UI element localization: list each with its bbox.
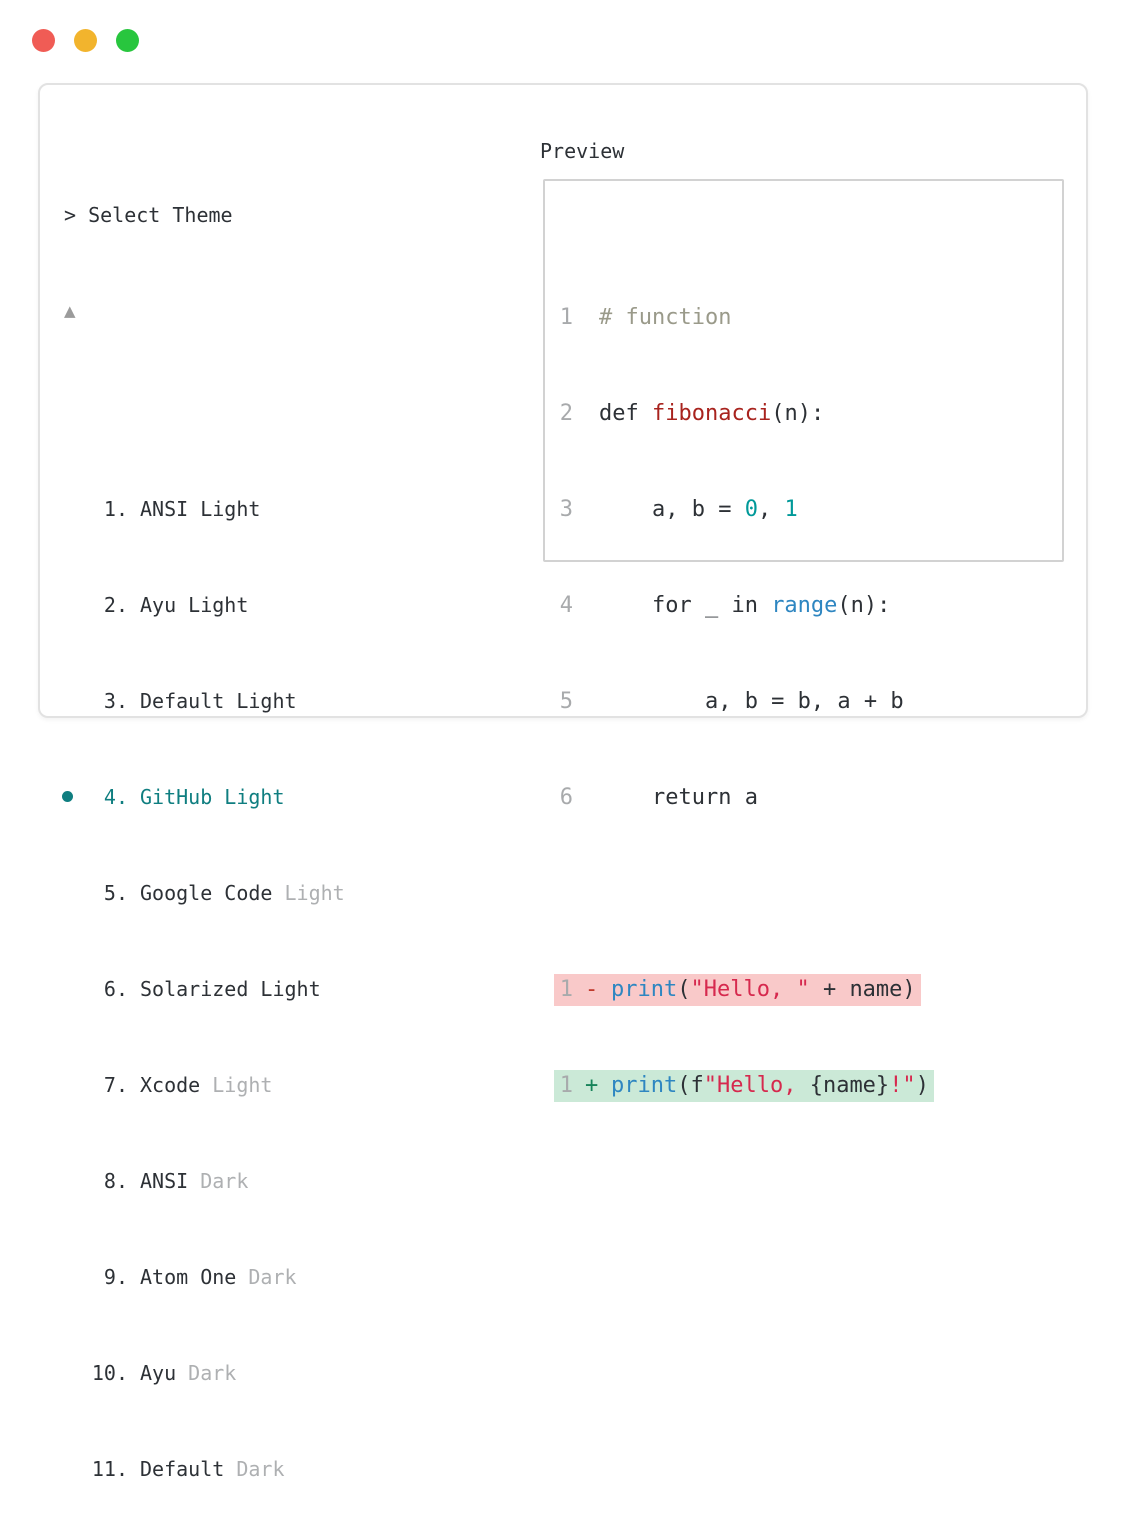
code-token: (n): — [771, 401, 825, 426]
line-number: 1 — [559, 305, 573, 330]
code-token: a, b = b, a + b — [599, 689, 904, 714]
item-variant-label: Dark — [224, 1457, 285, 1481]
item-number: 11. — [91, 1457, 128, 1481]
preview-title: Preview — [540, 139, 625, 163]
minimize-button[interactable] — [74, 29, 97, 52]
code-token: print — [611, 1073, 678, 1098]
code-token: (f — [677, 1073, 704, 1098]
code-token: + name) — [809, 977, 916, 1002]
theme-item-atom-one-dark[interactable]: 9. Atom One Dark — [64, 1261, 774, 1293]
item-variant-label: Light — [200, 1073, 273, 1097]
blank-line — [559, 878, 934, 910]
item-variant-label: Light — [272, 881, 345, 905]
code-line: 3 a, b = 0, 1 — [559, 494, 934, 526]
code-token: a, b = — [599, 497, 745, 522]
diff-plus-sign: + — [585, 1073, 599, 1098]
code-token: for _ in — [599, 593, 772, 618]
item-number: 7. — [103, 1073, 128, 1097]
line-number: 2 — [559, 401, 573, 426]
line-number: 1 — [559, 977, 573, 1002]
window-controls — [32, 29, 139, 52]
theme-item-default-dark[interactable]: 11. Default Dark — [64, 1453, 774, 1485]
maximize-button[interactable] — [116, 29, 139, 52]
code-token: 0 — [744, 497, 758, 522]
code-token: # function — [599, 305, 732, 330]
item-variant-label: Dark — [176, 1361, 237, 1385]
item-label: Solarized Light — [140, 977, 321, 1001]
theme-picker-panel: > Select Theme ▲ 1. ANSI Light 2. Ayu Ligh… — [38, 83, 1088, 1481]
theme-item-ayu-dark[interactable]: 10. Ayu Dark — [64, 1357, 774, 1389]
code-token: !" — [889, 1073, 916, 1098]
code-token: 1 — [784, 497, 798, 522]
code-token: ( — [677, 977, 691, 1002]
code-line: 2 def fibonacci(n): — [559, 398, 934, 430]
item-label: Google Code — [140, 881, 273, 905]
code-token: def — [599, 401, 652, 426]
item-variant-label: Dark — [236, 1265, 297, 1289]
code-token: fibonacci — [651, 401, 772, 426]
item-number: 5. — [103, 881, 128, 905]
close-button[interactable] — [32, 29, 55, 52]
item-label: Default — [140, 1457, 225, 1481]
code-token: range — [771, 593, 838, 618]
diff-inserted-line: 1 + print(f"Hello, {name}!") — [554, 1070, 934, 1102]
item-label: Default Light — [140, 689, 297, 713]
theme-item-ansi-light[interactable]: 1. ANSI Light — [64, 493, 774, 525]
item-label: Xcode — [140, 1073, 201, 1097]
item-number: 2. — [103, 593, 128, 617]
item-label: Atom One — [140, 1265, 237, 1289]
diff-deleted-line: 1-print("Hello, " + name) — [554, 974, 934, 1006]
line-number: 6 — [559, 785, 573, 810]
code-token: (n): — [837, 593, 891, 618]
item-number: 10. — [91, 1361, 128, 1385]
theme-item-ayu-light[interactable]: 2. Ayu Light — [64, 589, 774, 621]
item-label: Ayu — [140, 1361, 177, 1385]
item-label: GitHub Light — [140, 785, 285, 809]
code-token: ) — [915, 1073, 929, 1098]
item-number: 4. — [103, 785, 128, 809]
item-label: ANSI Light — [140, 497, 261, 521]
item-number: 1. — [103, 497, 128, 521]
line-number: 1 — [559, 1073, 573, 1098]
code-line: 1 # function — [559, 302, 934, 334]
code-token: print — [611, 977, 678, 1002]
code-line: 4 for _ in range(n): — [559, 590, 934, 622]
item-number: 8. — [103, 1169, 128, 1193]
code-token: {name} — [809, 1073, 890, 1098]
item-variant-label: Dark — [188, 1169, 249, 1193]
code-token: "Hello, — [703, 1073, 810, 1098]
line-number: 5 — [559, 689, 573, 714]
item-label: ANSI — [140, 1169, 189, 1193]
selected-item-bullet-icon — [62, 791, 73, 802]
code-line: 6 return a — [559, 782, 934, 814]
code-token: "Hello, " — [690, 977, 810, 1002]
scroll-up-icon[interactable]: ▲ — [64, 302, 76, 320]
item-number: 3. — [103, 689, 128, 713]
palette-header: > Select Theme — [64, 203, 233, 227]
diff-minus-sign: - — [585, 977, 599, 1002]
code-token: return a — [599, 785, 758, 810]
item-number: 6. — [103, 977, 128, 1001]
theme-item-ansi-dark[interactable]: 8. ANSI Dark — [64, 1165, 774, 1197]
item-label: Ayu Light — [140, 593, 249, 617]
line-number: 3 — [559, 497, 573, 522]
code-line: 5 a, b = b, a + b — [559, 686, 934, 718]
theme-item-default-light[interactable]: 3. Default Light — [64, 685, 774, 717]
line-number: 4 — [559, 593, 573, 618]
code-token: , — [757, 497, 785, 522]
item-number: 9. — [103, 1265, 128, 1289]
